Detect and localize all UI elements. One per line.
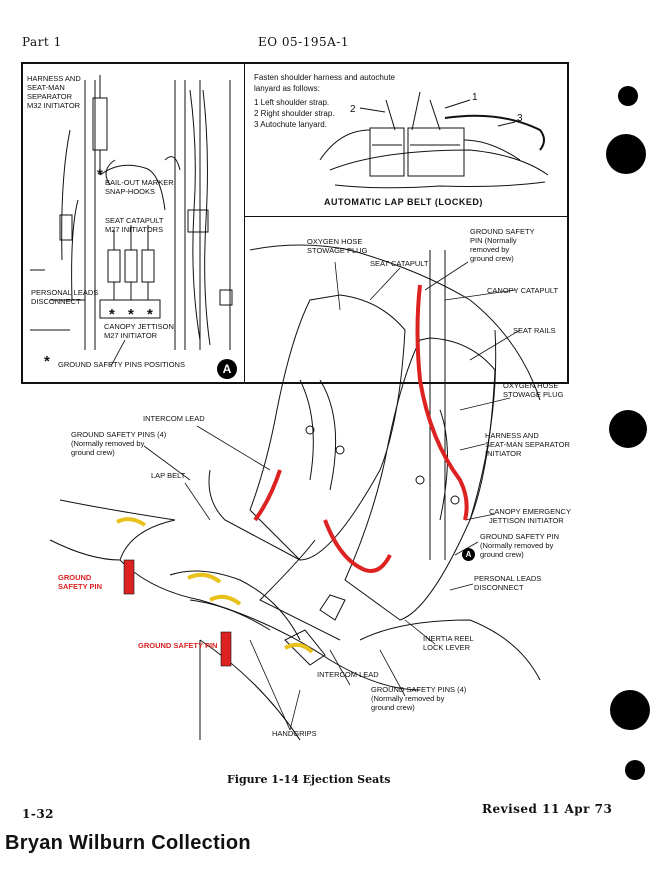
- callout-2: 2: [350, 104, 356, 115]
- label-intercom-lead-bottom: INTERCOM LEAD: [317, 670, 379, 679]
- lap-belt-title: AUTOMATIC LAP BELT (LOCKED): [324, 197, 483, 207]
- instruction-item: 2 Right shoulder strap.: [254, 109, 335, 118]
- star-icon: *: [128, 306, 134, 323]
- callout-3: 3: [517, 113, 523, 124]
- star-icon: *: [44, 353, 50, 370]
- label-canopy-jettison: CANOPY JETTISON M27 INITIATOR: [104, 322, 174, 340]
- label-inertia-reel-lever: INERTIA REEL LOCK LEVER: [423, 634, 474, 652]
- star-icon: *: [109, 306, 115, 323]
- label-ground-safety-pin-right: GROUND SAFETY PIN (Normally removed by g…: [480, 532, 560, 559]
- view-a-badge: A: [462, 548, 475, 561]
- label-seat-rails: SEAT RAILS: [513, 326, 556, 335]
- label-ground-safety-pin-red: GROUND SAFETY PIN: [138, 641, 218, 650]
- binder-hole: [625, 760, 645, 780]
- part-label: Part 1: [22, 35, 62, 49]
- label-harness-separator: HARNESS AND SEAT-MAN SEPARATOR M32 INITI…: [27, 74, 81, 110]
- revision-date: Revised 11 Apr 73: [482, 802, 613, 816]
- label-lap-belt: LAP BELT: [151, 471, 186, 480]
- binder-hole: [606, 134, 646, 174]
- binder-hole: [618, 86, 638, 106]
- label-oxygen-plug-right: OXYGEN HOSE STOWAGE PLUG: [503, 381, 564, 399]
- label-seat-catapult: SEAT CATAPULT: [370, 259, 429, 268]
- view-a-badge: A: [217, 359, 237, 379]
- star-icon: *: [147, 306, 153, 323]
- leader-lines: [110, 261, 521, 731]
- star-icon: *: [97, 166, 103, 183]
- red-pin-flags: [123, 559, 232, 667]
- lap-belt-drawing: [319, 91, 549, 189]
- label-oxygen-plug-top: OXYGEN HOSE STOWAGE PLUG: [307, 237, 368, 255]
- inset-a-drawing: [30, 75, 233, 350]
- collection-credit: Bryan Wilburn Collection: [5, 832, 251, 854]
- callout-1: 1: [472, 92, 478, 103]
- red-straps: [253, 284, 469, 573]
- figure-caption: Figure 1-14 Ejection Seats: [227, 773, 391, 786]
- harness-instructions-intro: Fasten shoulder harness and autochute la…: [254, 73, 395, 93]
- label-harness-separator-initiator: HARNESS AND SEAT-MAN SEPARATOR INITIATOR: [485, 431, 570, 458]
- label-ground-safety-pins-4-bottom: GROUND SAFETY PINS (4) (Normally removed…: [371, 685, 467, 712]
- doc-number: EO 05-195A-1: [258, 35, 349, 49]
- binder-hole: [610, 690, 650, 730]
- label-personal-leads: PERSONAL LEADS DISCONNECT: [31, 288, 99, 306]
- seats-drawing: [49, 244, 541, 741]
- binder-hole: [609, 410, 647, 448]
- label-handgrips: HANDGRIPS: [272, 729, 317, 738]
- yellow-handgrips: [116, 517, 314, 654]
- label-seat-catapult-initiators: SEAT CATAPULT M27 INITIATORS: [105, 216, 164, 234]
- label-bailout-hooks: BAIL-OUT MARKER SNAP-HOOKS: [105, 178, 174, 196]
- label-ground-safety-pin-top: GROUND SAFETY PIN (Normally removed by g…: [470, 227, 535, 263]
- label-pins-legend: GROUND SAFETY PINS POSITIONS: [58, 360, 185, 369]
- instruction-item: 3 Autochute lanyard.: [254, 120, 327, 129]
- label-intercom-lead-top: INTERCOM LEAD: [143, 414, 205, 423]
- page-number: 1-32: [22, 807, 55, 821]
- label-ground-safety-pins-4-left: GROUND SAFETY PINS (4) (Normally removed…: [71, 430, 167, 457]
- label-ground-safety-pin-red: GROUND SAFETY PIN: [58, 573, 103, 591]
- instruction-item: 1 Left shoulder strap.: [254, 98, 330, 107]
- label-canopy-catapult: CANOPY CATAPULT: [487, 286, 559, 295]
- label-canopy-emergency-initiator: CANOPY EMERGENCY JETTISON INITIATOR: [489, 507, 571, 525]
- inset-a-frame: [21, 62, 245, 384]
- label-personal-leads-disconnect: PERSONAL LEADS DISCONNECT: [474, 574, 542, 592]
